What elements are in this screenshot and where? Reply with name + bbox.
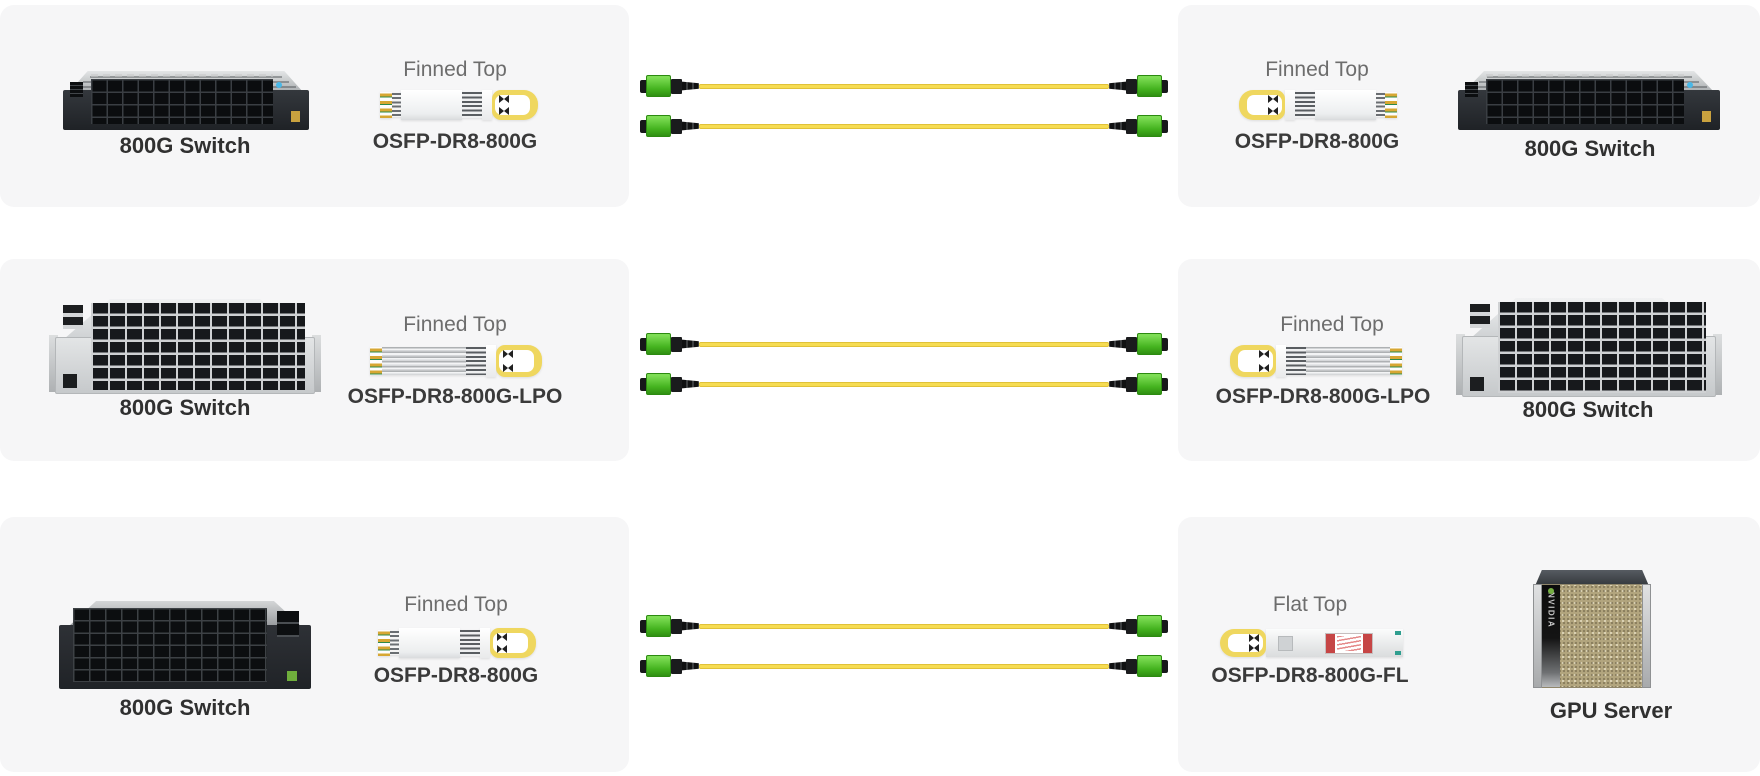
module-top-label: Finned Top [403,313,507,336]
switch-2u-dark-image [59,601,311,689]
pull-tab [1230,345,1276,377]
device-label: 800G Switch [1524,136,1656,161]
fiber-cable [640,372,1168,396]
pull-tab [496,345,542,377]
mpo-connector-icon [1109,333,1168,355]
pull-tab [1239,90,1285,120]
device-label: GPU Server [1549,698,1673,723]
mpo-connector-icon [1109,655,1168,677]
switch-2u-silver-image [1456,298,1722,397]
pull-tab [490,628,536,658]
fiber-cable [640,332,1168,356]
mpo-connector-icon [640,75,699,97]
device-label: 800G Switch [119,395,251,420]
osfp-flat-module-icon [1220,629,1403,657]
nvidia-logo-icon [1548,588,1554,594]
device-label: 800G Switch [119,133,251,158]
device-label: 800G Switch [119,695,251,720]
switch-1u-image [63,71,309,130]
osfp-lpo-module-icon [1230,345,1402,377]
module-sticker [1325,633,1373,654]
mpo-connector-icon [1109,373,1168,395]
module-name-label: OSFP-DR8-800G-LPO [347,385,563,408]
osfp-lpo-module-icon [370,345,542,377]
osfp-finned-module-icon [378,628,536,658]
switch-ports [91,79,273,124]
brand-text: NVIDIA [1546,592,1556,629]
osfp-finned-module-icon [380,90,538,120]
switch-1u-image [1458,71,1720,130]
module-top-label: Finned Top [1265,58,1369,81]
module-top-label: Finned Top [1280,313,1384,336]
mpo-connector-icon [640,373,699,395]
module-name-label: OSFP-DR8-800G [373,664,539,687]
mpo-connector-icon [640,333,699,355]
device-label: 800G Switch [1522,397,1654,422]
mpo-connector-icon [1109,615,1168,637]
mpo-connector-icon [640,655,699,677]
osfp-finned-module-icon [1239,90,1397,120]
mpo-connector-icon [1109,75,1168,97]
fiber-cable [640,74,1168,98]
mpo-connector-icon [640,615,699,637]
module-name-label: OSFP-DR8-800G-FL [1211,664,1409,687]
gpu-server-image: NVIDIA [1533,570,1651,688]
switch-2u-silver-image [49,299,321,394]
fiber-cable [640,654,1168,678]
fiber-cable [640,614,1168,638]
server-top [1535,570,1649,586]
fiber-cable [640,114,1168,138]
module-name-label: OSFP-DR8-800G [372,130,538,153]
nvidia-brand-strip: NVIDIA [1542,585,1560,687]
mpo-connector-icon [1109,115,1168,137]
module-name-label: OSFP-DR8-800G [1234,130,1400,153]
module-top-label: Finned Top [403,58,507,81]
module-top-label: Flat Top [1272,593,1348,616]
module-name-label: OSFP-DR8-800G-LPO [1215,385,1431,408]
pull-tab [1220,629,1266,657]
pull-tab [492,90,538,120]
mpo-connector-icon [640,115,699,137]
module-top-label: Finned Top [404,593,508,616]
